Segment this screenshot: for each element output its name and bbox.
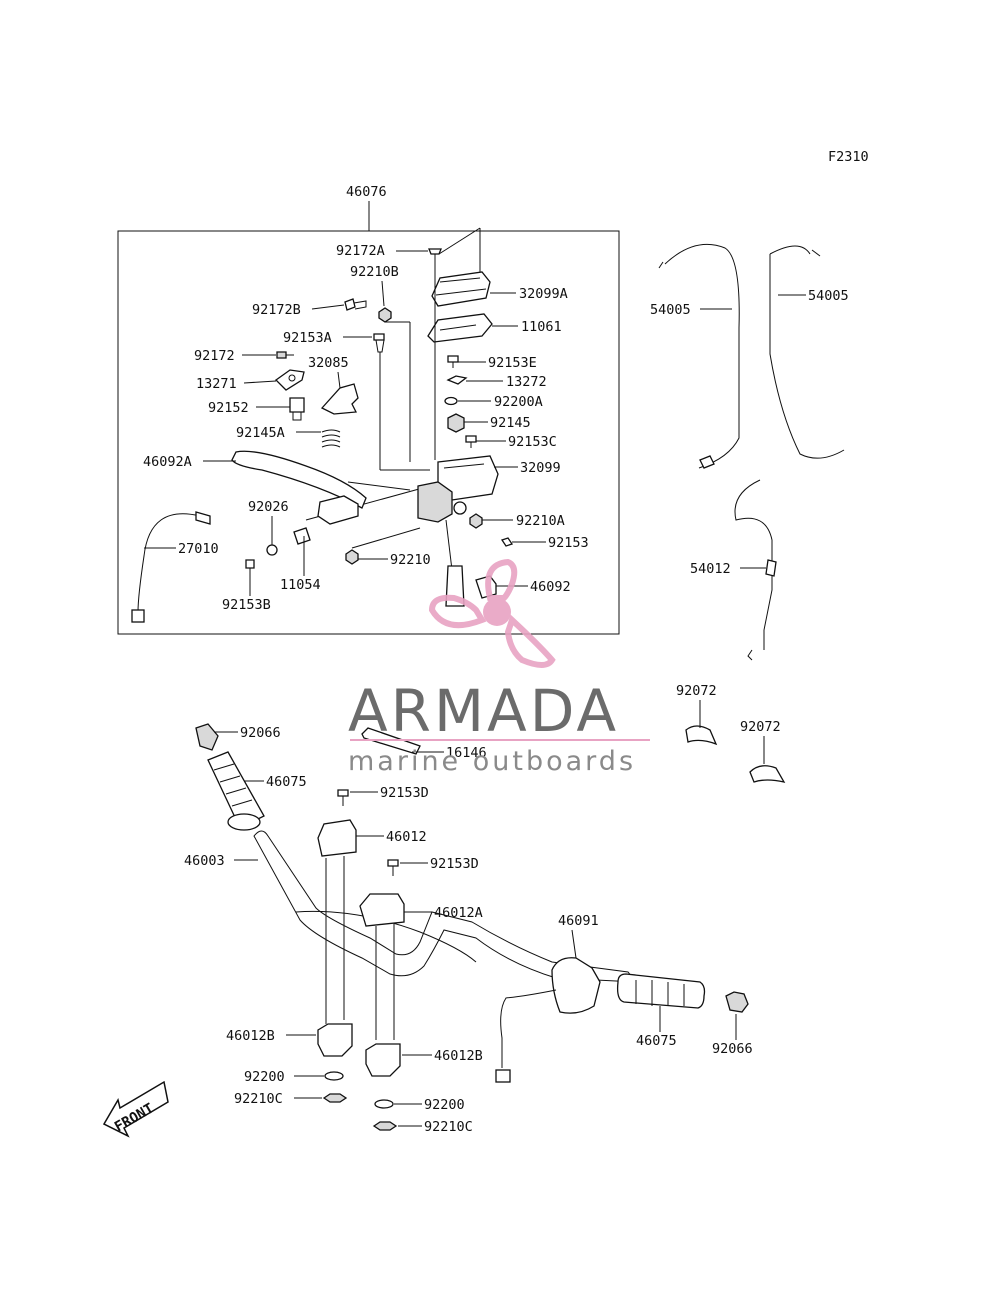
label-92153: 92153: [548, 535, 589, 551]
label-92153E: 92153E: [488, 355, 537, 371]
label-92072-left: 92072: [676, 683, 717, 699]
label-46012A: 46012A: [434, 905, 483, 921]
label-92066-right: 92066: [712, 1041, 753, 1057]
end-plug-92066-right: 92066: [712, 991, 753, 1057]
switch-27010: [131, 511, 211, 623]
label-92026: 92026: [248, 499, 289, 515]
label-92200A: 92200A: [494, 394, 543, 410]
label-32099: 32099: [520, 460, 561, 476]
label-54012: 54012: [690, 561, 731, 577]
label-16146: 16146: [446, 745, 487, 761]
label-11054: 11054: [280, 577, 321, 593]
label-92210B: 92210B: [350, 264, 399, 280]
master-cylinder-32099: [417, 455, 514, 607]
label-92066-left: 92066: [240, 725, 281, 741]
label-92172B: 92172B: [252, 302, 301, 318]
label-92210A: 92210A: [516, 513, 565, 529]
holder-46012B-left: 46012B: [226, 1023, 353, 1057]
label-32099A: 32099A: [519, 286, 568, 302]
label-92172: 92172: [194, 348, 235, 364]
figure-code: F2310: [828, 149, 869, 165]
label-46091: 46091: [558, 913, 599, 929]
label-54005-left: 54005: [650, 302, 691, 318]
washers-nuts: 92200 92210C 92200 92210C: [234, 1069, 473, 1135]
label-92153D-upper: 92153D: [380, 785, 429, 801]
label-46075-right: 46075: [636, 1033, 677, 1049]
label-92153B: 92153B: [222, 597, 271, 613]
label-13272: 13272: [506, 374, 547, 390]
label-92210C-left: 92210C: [234, 1091, 283, 1107]
assembly-box: [117, 230, 620, 635]
label-54005-right: 54005: [808, 288, 849, 304]
small-parts-lower-left: [245, 527, 359, 569]
label-46012B-left: 46012B: [226, 1028, 275, 1044]
label-92200-left: 92200: [244, 1069, 285, 1085]
label-92072-right: 92072: [740, 719, 781, 735]
holder-46012: 46012: [317, 819, 427, 1024]
label-27010: 27010: [178, 541, 219, 557]
label-32085: 32085: [308, 355, 349, 371]
front-arrow-icon: FRONT: [102, 1080, 169, 1138]
watermark-subtitle: marine outboards: [348, 746, 636, 777]
label-46003: 46003: [184, 853, 225, 869]
label-46092A: 46092A: [143, 454, 192, 470]
bolt-92153D-lower: 92153D: [387, 856, 479, 876]
label-46076: 46076: [346, 184, 387, 200]
label-46092: 46092: [530, 579, 571, 595]
label-92153D-lower: 92153D: [430, 856, 479, 872]
label-46012B-right: 46012B: [434, 1048, 483, 1064]
label-92153C: 92153C: [508, 434, 557, 450]
label-92145A: 92145A: [236, 425, 285, 441]
label-92145: 92145: [490, 415, 531, 431]
label-92210C-right: 92210C: [424, 1119, 473, 1135]
bolt-92153D-upper: 92153D: [337, 785, 429, 806]
holder-46012A: 46012A: [359, 893, 483, 1040]
label-11061: 11061: [521, 319, 562, 335]
end-plug-92066-left: 92066: [195, 723, 281, 751]
label-46012: 46012: [386, 829, 427, 845]
label-92210: 92210: [390, 552, 431, 568]
label-92153A: 92153A: [283, 330, 332, 346]
watermark-title: ARMADA: [348, 677, 619, 745]
label-46075-left: 46075: [266, 774, 307, 790]
cables-54005: 54005 54005: [650, 243, 849, 469]
watermark-logo-icon: [428, 558, 556, 668]
part-drawings-upper: [274, 248, 493, 448]
label-13271: 13271: [196, 376, 237, 392]
label-92152: 92152: [208, 400, 249, 416]
clamps-92072: 92072 92072: [676, 683, 786, 783]
label-92172A: 92172A: [336, 243, 385, 259]
cable-54012: 54012: [690, 479, 777, 661]
switch-46091: 46091: [495, 913, 601, 1083]
holder-46012B-right: 46012B: [365, 1043, 483, 1077]
labels-assembly: 92172A 92210B 32099A 92172B 11061 92153A…: [143, 243, 589, 613]
brake-lever-46092A: [231, 450, 411, 525]
grip-46075-right: 46075: [616, 973, 706, 1049]
grip-46075-left: 46075: [207, 751, 307, 831]
label-92200-right: 92200: [424, 1097, 465, 1113]
